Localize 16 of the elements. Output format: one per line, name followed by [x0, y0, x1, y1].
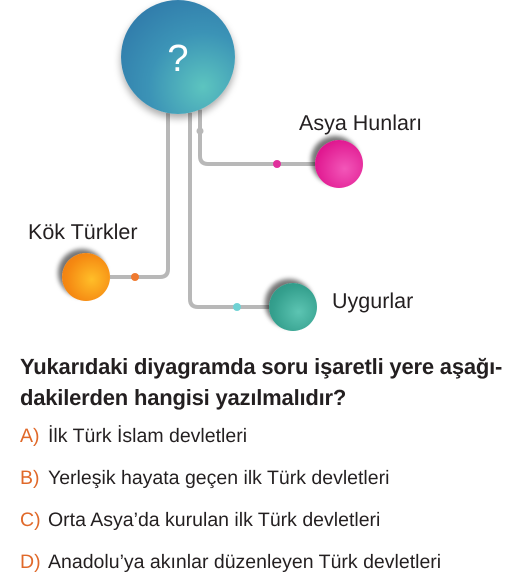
node-label: Kök Türkler [28, 219, 138, 246]
option-letter: A) [20, 424, 40, 450]
connector-line [110, 113, 170, 279]
option-text: Yerleşik hayata geçen ilk Türk devletleri [48, 466, 390, 492]
option-text: Anadolu’ya akınlar düzenleyen Türk devletleri [48, 550, 442, 576]
option-letter: B) [20, 466, 40, 492]
option-text: İlk Türk İslam devletleri [48, 424, 248, 450]
node-label: Uygurlar [332, 288, 414, 315]
connector-line [188, 112, 269, 309]
question-mark: ? [167, 40, 189, 78]
question-text: Yukarıdaki diyagramda soru işaretli yere aşağı-dakilerden hangisi yazılmalıdır? [20, 353, 504, 412]
node-label: Asya Hunları [299, 110, 422, 137]
option-letter: D) [20, 550, 42, 576]
option-letter: C) [20, 508, 42, 534]
option-text: Orta Asya’da kurulan ilk Türk devletleri [48, 508, 380, 534]
connector-line [198, 110, 315, 166]
